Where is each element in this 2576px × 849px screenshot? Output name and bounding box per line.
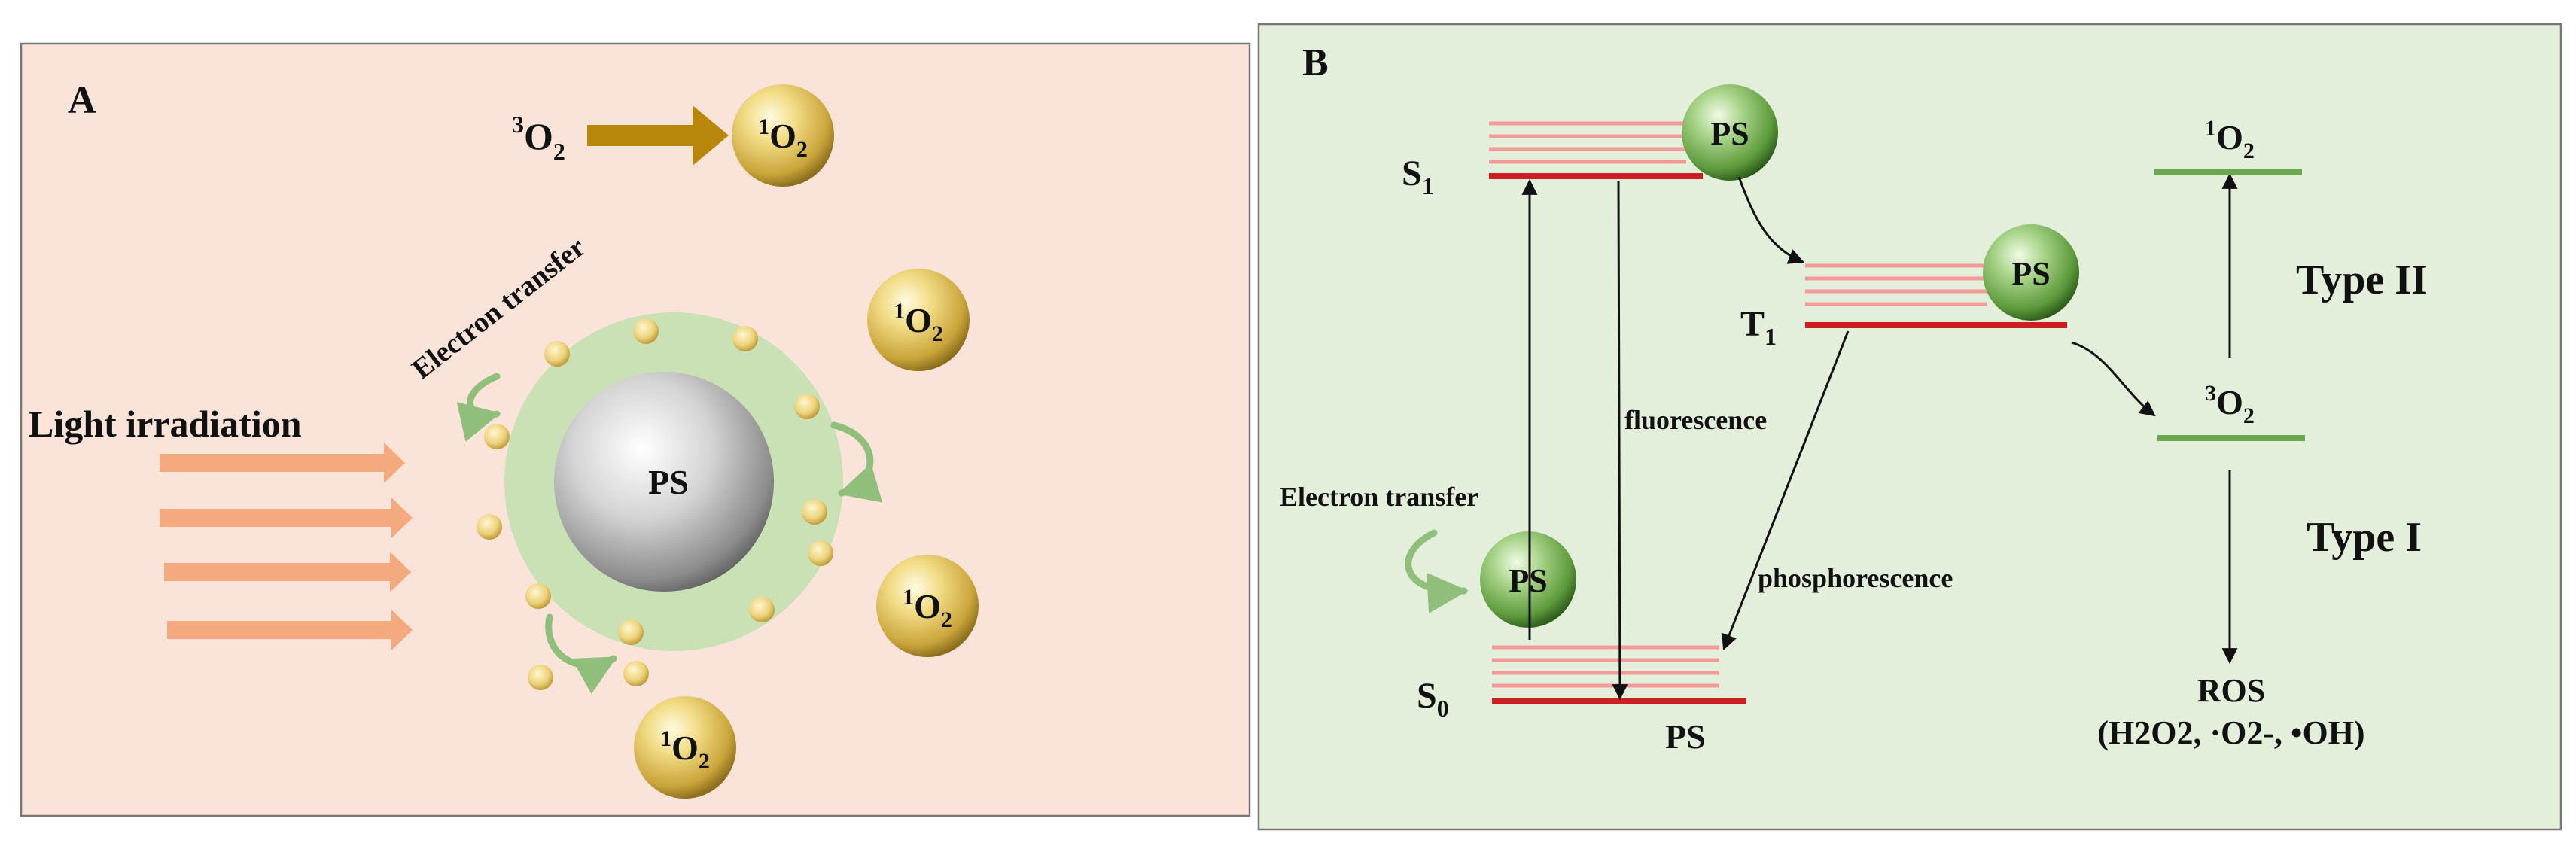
svg-text:PS: PS [2011, 255, 2050, 292]
ros-detail-label: (H2O2, ·O2-, •OH) [2097, 714, 2364, 751]
svg-text:PS: PS [1509, 562, 1547, 599]
ps-ball-s1: PS [1682, 84, 1778, 181]
singlet-oxygen-ball-1: 1O2 [732, 84, 834, 187]
s0-label: S0 [1417, 676, 1449, 722]
panel-b-letter: B [1302, 41, 1329, 84]
energy-transfer-arrow [2071, 341, 2156, 417]
s1-label: S1 [1402, 154, 1434, 199]
surface-electrons [477, 318, 833, 690]
ground-state-ps-label: PS [1665, 717, 1706, 756]
phosphorescence-arrow [1722, 330, 1850, 650]
transition-arrows [1521, 172, 2238, 701]
ros-label: ROS [2197, 672, 2265, 709]
electron-transfer-arrows-a [456, 373, 883, 695]
s1-level [1489, 121, 1703, 179]
ps-core-label: PS [648, 463, 689, 501]
phosphorescence-label: phosphorescence [1758, 563, 1953, 593]
singlet-oxygen-ball-3: 1O2 [876, 555, 979, 657]
electron-transfer-arrow-b [1405, 529, 1469, 613]
svg-text:PS: PS [1710, 115, 1749, 152]
nanoparticle: PS [504, 312, 843, 651]
singlet-oxygen-ball-2: 1O2 [867, 269, 970, 371]
panel-a-letter: A [68, 79, 96, 122]
conversion-arrow [587, 105, 729, 166]
svg-text:1O2: 1O2 [894, 299, 943, 346]
triplet-oxygen-label: 3O2 [512, 111, 565, 165]
ps-ball-t1: PS [1983, 224, 2079, 321]
s0-level [1492, 645, 1746, 704]
type2-label: Type II [2296, 257, 2428, 303]
light-arrows [160, 443, 413, 650]
panel-b-background [1257, 23, 2562, 831]
fluorescence-arrow [1612, 180, 1628, 701]
panel-b: B S1 PS T1 PS [1257, 23, 2562, 831]
photosensitizer-core [554, 372, 774, 592]
svg-text:1O2: 1O2 [660, 726, 710, 774]
svg-text:1O2: 1O2 [903, 585, 952, 632]
t1-level [1805, 263, 2067, 328]
ps-ball-electron-transfer: PS [1480, 531, 1576, 628]
electron-transfer-label-b: Electron transfer [1280, 482, 1478, 512]
isc-arrow [1737, 176, 1804, 264]
singlet-oxygen-label-b: 1O2 [2205, 116, 2255, 163]
fluorescence-label: fluorescence [1624, 405, 1767, 435]
light-irradiation-label: Light irradiation [29, 403, 302, 445]
type1-label: Type I [2307, 514, 2422, 561]
svg-text:1O2: 1O2 [758, 114, 808, 162]
singlet-oxygen-ball-4: 1O2 [634, 696, 736, 799]
triplet-oxygen-label-b: 3O2 [2205, 381, 2255, 428]
t1-label: T1 [1740, 304, 1777, 350]
panel-a: A 3O2 1O2 1O2 1O2 1O2 Light irradiation [20, 42, 1251, 817]
